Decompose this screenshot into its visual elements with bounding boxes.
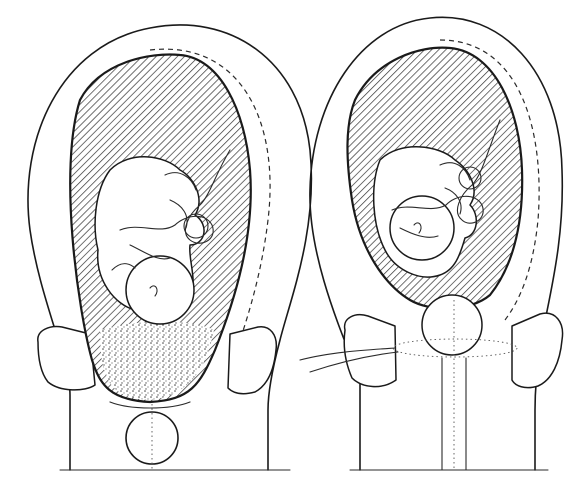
left-cervix-right-lobe [228, 327, 276, 394]
right-os-circle [422, 295, 482, 355]
left-panel [28, 25, 311, 470]
right-cervix-left-lobe [344, 315, 396, 387]
left-placenta [100, 322, 214, 400]
left-os-circle [126, 412, 178, 464]
right-panel [300, 17, 563, 470]
left-fetus-head [126, 256, 194, 324]
right-cervix-right-lobe [512, 313, 563, 387]
